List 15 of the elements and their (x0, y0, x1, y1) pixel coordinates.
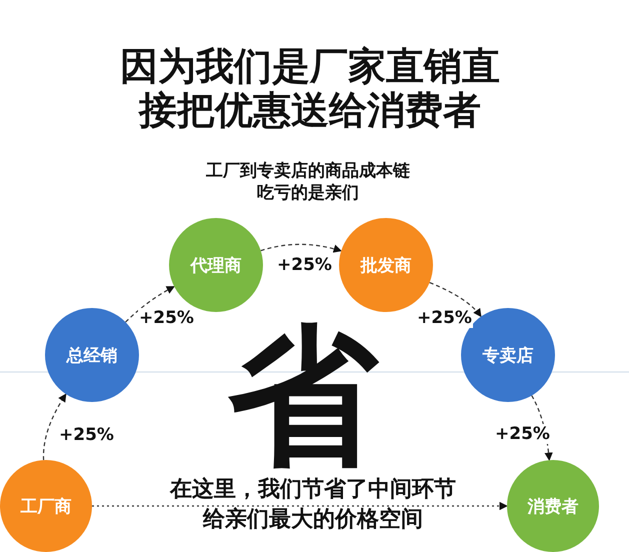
edge-label: +25% (494, 424, 551, 444)
node-label: 批发商 (360, 254, 412, 276)
node-label: 工厂商 (20, 496, 72, 518)
node-label: 专卖店 (482, 344, 534, 366)
node-label: 代理商 (190, 254, 242, 276)
arrow (42, 393, 66, 460)
subtitle: 工厂到专卖店的商品成本链吃亏的是亲们 (205, 160, 411, 204)
title: 因为我们是厂家直销直接把优惠送给消费者 (119, 44, 501, 132)
node-label: 消费者 (528, 496, 578, 518)
node-label: 总经销 (66, 344, 118, 366)
arrow (260, 244, 342, 253)
arrow (125, 286, 175, 322)
arrow (92, 502, 508, 510)
edge-label: +25% (416, 308, 473, 328)
arrow (429, 282, 482, 318)
